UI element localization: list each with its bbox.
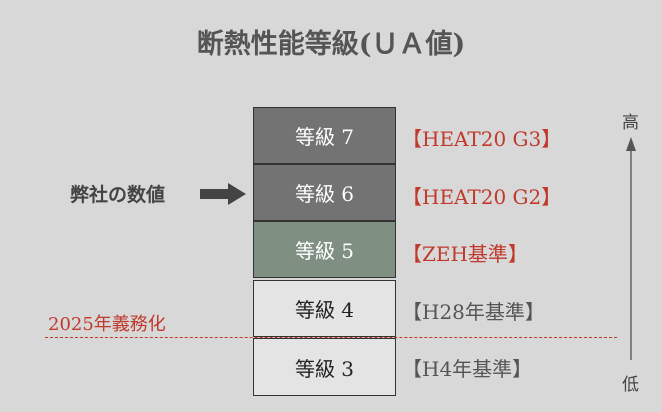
high-label: 高 <box>622 113 639 133</box>
grade-3-box: 等級 3 <box>253 338 396 396</box>
page-title: 断熱性能等級(ＵＡ値) <box>196 29 466 60</box>
standard-grade-4: 【H28年基準】 <box>402 300 545 324</box>
our-value-label: 弊社の数値 <box>70 184 166 206</box>
arrow-up-icon <box>626 137 636 360</box>
standard-grade-5: 【ZEH基準】 <box>402 242 528 266</box>
grade-7-box: 等級 7 <box>253 107 396 164</box>
grade-5-box: 等級 5 <box>253 221 396 278</box>
low-label: 低 <box>622 375 639 395</box>
standard-grade-3: 【H4年基準】 <box>402 357 533 381</box>
standard-grade-6: 【HEAT20 G2】 <box>402 185 562 209</box>
mandatory-dashed-line <box>45 337 617 338</box>
arrow-right-icon <box>200 183 246 205</box>
mandatory-label: 2025年義務化 <box>48 314 166 335</box>
grade-6-box: 等級 6 <box>253 164 396 221</box>
grade-4-box: 等級 4 <box>253 280 396 337</box>
standard-grade-7: 【HEAT20 G3】 <box>402 127 562 151</box>
